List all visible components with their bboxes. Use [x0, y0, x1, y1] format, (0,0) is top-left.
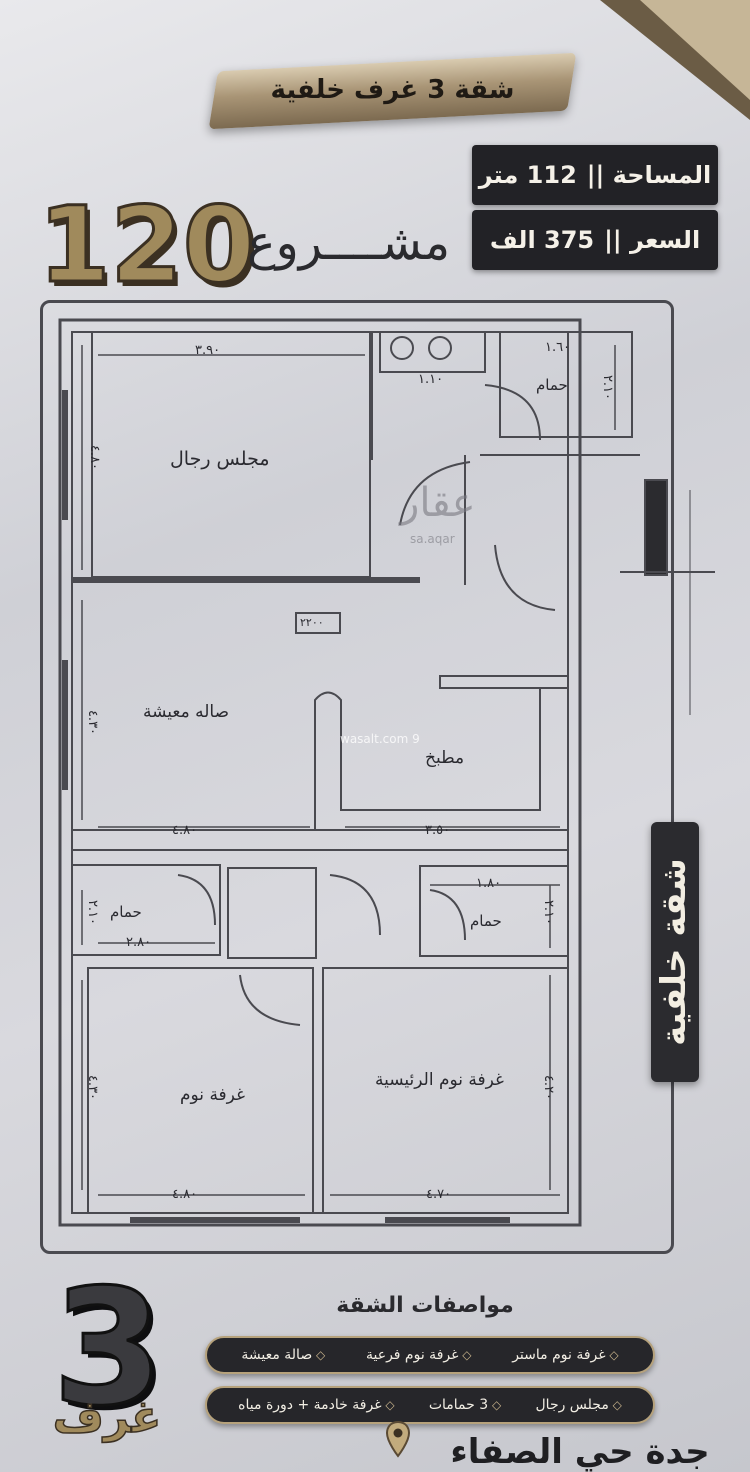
specs-row-2: مجلس رجال 3 حمامات غرفة خادمة + دورة ميا… — [205, 1386, 655, 1424]
area-box: المساحة || 112 متر — [472, 145, 718, 205]
dim-bath-left-height: ٢.١٠ — [85, 899, 101, 926]
floor-plan-frame — [40, 300, 674, 1254]
bath-right-walls — [419, 865, 569, 957]
room-bedroom-label: غرفة نوم — [180, 1085, 245, 1105]
dim-kitchen-width: ٣.٥٠ — [425, 823, 451, 838]
project-number: 120 — [37, 184, 257, 306]
kitchen-counter-top — [439, 675, 569, 689]
bath-top-walls — [499, 331, 633, 438]
location-text: جدة حي الصفاء — [450, 1432, 710, 1472]
project-word: مشــــروع — [246, 215, 451, 271]
aqar-watermark: عقار — [400, 480, 476, 526]
bath-left-walls — [71, 864, 221, 956]
dim-laundry-width: ١.١٠ — [418, 372, 444, 387]
spec-item: صالة معيشة — [241, 1347, 325, 1363]
bedroom-walls — [87, 967, 314, 1214]
spec-item: مجلس رجال — [536, 1397, 622, 1413]
dimension-lines — [81, 345, 616, 1196]
dim-bath-top-width: ١.٦٠ — [545, 340, 571, 355]
aqar-domain-watermark: sa.aqar — [410, 532, 455, 546]
ac-tag: ٢٢٠٠ — [300, 616, 324, 629]
side-badge-text: شقة خلفية — [654, 858, 694, 1046]
dim-bath-top-height: ٢.١٠ — [600, 374, 616, 401]
wasalt-watermark: wasalt.com 9 — [340, 732, 420, 746]
specs-row-1: غرفة نوم ماستر غرفة نوم فرعية صالة معيشة — [205, 1336, 655, 1374]
dim-bedroom-height: ٤.٣٠ — [85, 1074, 101, 1101]
location-pin-icon — [385, 1420, 411, 1458]
rooms-count: 3 — [51, 1254, 165, 1441]
dim-majlis-height: ٤.٨٠ — [87, 444, 103, 471]
dim-master-height: ٤.٢٠ — [541, 1074, 557, 1101]
hall-walls — [227, 867, 317, 959]
dim-living-height: ٤.٣٠ — [85, 709, 101, 736]
rooms-word: غرف — [52, 1391, 162, 1444]
kitchen-counter — [314, 688, 541, 830]
room-living-label: صاله معيشة — [143, 702, 230, 722]
spec-item: غرفة نوم ماستر — [512, 1347, 618, 1363]
room-majlis-label: مجلس رجال — [170, 448, 270, 470]
dim-living-width: ٤.٨٠ — [172, 823, 198, 838]
room-kitchen-label: مطبخ — [425, 748, 465, 768]
dim-bath-right-width: ١.٨٠ — [476, 876, 502, 891]
dim-bath-right-height: ٢.١٠ — [541, 899, 557, 926]
price-value: 375 الف — [489, 226, 595, 254]
area-label: المساحة || — [586, 161, 712, 189]
washer-circle-2 — [428, 336, 452, 360]
room-master-label: غرفة نوم الرئيسية — [375, 1070, 504, 1090]
price-label: السعر || — [604, 226, 701, 254]
laundry-unit — [379, 331, 486, 373]
dim-master-width: ٤.٧٠ — [426, 1187, 452, 1202]
dim-majlis-width: ٣.٩٠ — [195, 343, 221, 358]
side-badge — [651, 822, 699, 1082]
price-box: السعر || 375 الف — [472, 210, 718, 270]
corner-decoration-light — [640, 0, 750, 100]
washer-circle-1 — [390, 336, 414, 360]
spec-item: غرفة خادمة + دورة مياه — [238, 1397, 394, 1413]
outer-wall — [58, 318, 582, 1227]
master-walls — [322, 967, 569, 1214]
dim-bath-left-width: ٢.٨٠ — [126, 935, 152, 950]
room-bath-right-label: حمام — [470, 912, 502, 930]
spec-item: 3 حمامات — [429, 1397, 501, 1413]
room-bath-left-label: حمام — [110, 903, 142, 921]
ribbon-title: شقة 3 غرف خلفية — [270, 75, 515, 105]
specs-title: مواصفات الشقة — [336, 1293, 514, 1318]
spec-item: غرفة نوم فرعية — [366, 1347, 472, 1363]
room-bath-top-label: حمام — [536, 376, 568, 394]
dim-bedroom-width: ٤.٨٠ — [172, 1187, 198, 1202]
area-value: 112 متر — [478, 161, 577, 189]
